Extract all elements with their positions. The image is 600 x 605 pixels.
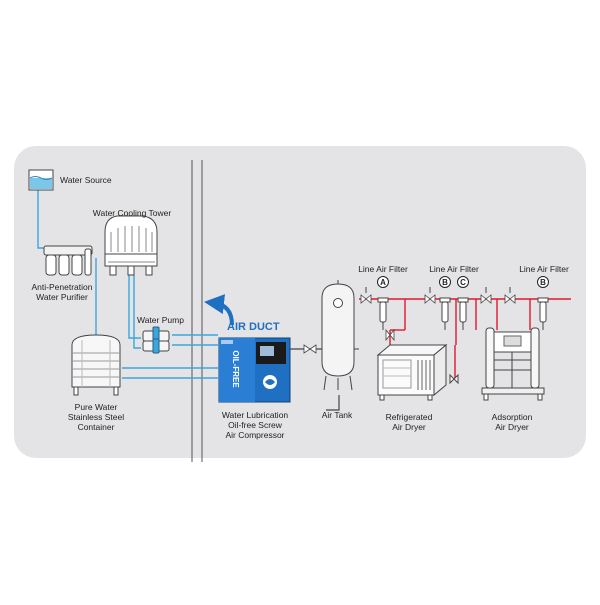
svg-text:C: C xyxy=(460,278,466,287)
ads-dryer-label-2: Air Dryer xyxy=(495,422,529,432)
refrigerated-air-dryer xyxy=(376,343,459,401)
air-compressor xyxy=(218,337,291,403)
water-source-tank xyxy=(28,169,54,191)
filter-label-2: Line Air Filter xyxy=(429,264,479,274)
air-duct-label: AIR DUCT xyxy=(227,321,280,333)
air-tank xyxy=(321,280,359,391)
air-duct-arrow xyxy=(204,294,234,326)
valve-handle-icons xyxy=(365,287,511,293)
ads-dryer-label-1: Adsorption xyxy=(492,412,533,422)
pressure-gauge-icon xyxy=(333,298,343,308)
compressor-label-1: Water Lubrication xyxy=(222,410,289,420)
air-tank-label: Air Tank xyxy=(322,410,353,420)
line-air-filter-c xyxy=(457,297,469,330)
svg-text:A: A xyxy=(380,278,386,287)
filter-grade-badge: B xyxy=(439,276,451,288)
line-air-filter-a xyxy=(377,297,389,330)
svg-text:B: B xyxy=(442,278,448,287)
water-source-label: Water Source xyxy=(60,175,112,185)
container-label-1: Pure Water xyxy=(75,402,118,412)
filter-grade-badge: A xyxy=(377,276,389,288)
filter-label-3: Line Air Filter xyxy=(519,264,569,274)
ref-dryer-label-2: Air Dryer xyxy=(392,422,426,432)
water-pump-label: Water Pump xyxy=(137,315,184,325)
pure-water-container xyxy=(71,334,121,396)
filter-grade-badge: B xyxy=(537,276,549,288)
compressor-label-3: Air Compressor xyxy=(225,430,284,440)
building-wall xyxy=(191,160,203,462)
water-cooling-tower xyxy=(104,215,158,276)
container-label-3: Container xyxy=(78,422,115,432)
compressor-label-2: Oil-free Screw xyxy=(228,420,283,430)
filter-label-1: Line Air Filter xyxy=(358,264,408,274)
compressor-brand-text: OIL-FREE xyxy=(231,350,240,388)
valves xyxy=(303,294,516,354)
line-air-filter-b1 xyxy=(439,297,451,330)
cooling-tower-label: Water Cooling Tower xyxy=(93,208,172,218)
adsorption-air-dryer xyxy=(481,327,545,401)
line-air-filter-b2 xyxy=(537,297,549,330)
water-pump-2 xyxy=(142,338,170,354)
water-purifier xyxy=(43,245,93,276)
container-label-2: Stainless Steel xyxy=(68,412,124,422)
filter-grade-badge: C xyxy=(457,276,469,288)
svg-text:B: B xyxy=(540,278,546,287)
ref-dryer-label-1: Refrigerated xyxy=(386,412,433,422)
purifier-label-2: Water Purifier xyxy=(36,292,88,302)
purifier-label-1: Anti-Penetration xyxy=(32,282,93,292)
